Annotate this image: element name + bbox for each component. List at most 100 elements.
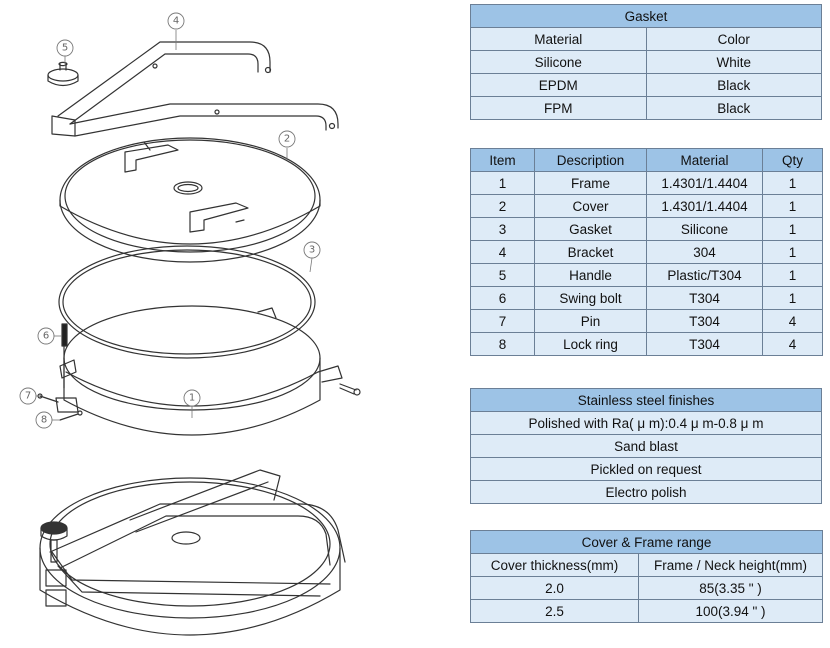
swing-bolt-parts — [37, 323, 83, 421]
callout-2-circle — [278, 130, 296, 148]
finishes-table: Stainless steel finishes Polished with R… — [470, 388, 822, 504]
range-table: Cover & Frame range Cover thickness(mm) … — [470, 530, 823, 623]
parts-cell: 1.4301/1.4404 — [646, 194, 763, 218]
parts-cell: Plastic/T304 — [646, 263, 763, 287]
callout-3: 3 — [309, 245, 315, 256]
table-row: Sand blast — [470, 434, 822, 458]
parts-header-qty: Qty — [762, 148, 823, 172]
finish-cell: Sand blast — [470, 434, 822, 458]
parts-header-material: Material — [646, 148, 763, 172]
leader-lines — [36, 30, 313, 421]
table-row: 4 Bracket 304 1 — [470, 240, 823, 264]
callout-7: 7 — [25, 391, 31, 402]
table-row: 2 Cover 1.4301/1.4404 1 — [470, 194, 823, 218]
gasket-cell: Black — [645, 96, 822, 120]
parts-cell: 1.4301/1.4404 — [646, 171, 763, 195]
gasket-cell: FPM — [470, 96, 647, 120]
callout-4-circle — [167, 12, 185, 30]
parts-cell: Cover — [534, 194, 647, 218]
parts-cell: Gasket — [534, 217, 647, 241]
callout-6-circle — [37, 327, 55, 345]
parts-cell: Bracket — [534, 240, 647, 264]
parts-cell: 1 — [762, 194, 823, 218]
range-cell: 100(3.94 " ) — [638, 599, 823, 623]
bracket-exploded — [51, 41, 339, 137]
parts-cell: 1 — [762, 263, 823, 287]
finish-cell: Electro polish — [470, 480, 822, 504]
parts-cell: Handle — [534, 263, 647, 287]
callout-1: 1 — [189, 393, 195, 404]
callout-5: 5 — [62, 43, 68, 54]
parts-cell: 2 — [470, 194, 535, 218]
manway-assembled — [39, 469, 346, 636]
parts-cell: Silicone — [646, 217, 763, 241]
finishes-table-title: Stainless steel finishes — [470, 388, 822, 412]
range-header-thickness: Cover thickness(mm) — [470, 553, 639, 577]
parts-cell: 1 — [470, 171, 535, 195]
parts-cell: Swing bolt — [534, 286, 647, 310]
parts-header-description: Description — [534, 148, 647, 172]
parts-cell: Lock ring — [534, 332, 647, 356]
callout-4: 4 — [173, 16, 179, 27]
parts-cell: Frame — [534, 171, 647, 195]
table-row: Polished with Ra( μ m):0.4 μ m-0.8 μ m — [470, 411, 822, 435]
finish-cell: Pickled on request — [470, 457, 822, 481]
table-row: 3 Gasket Silicone 1 — [470, 217, 823, 241]
parts-cell: 6 — [470, 286, 535, 310]
range-header-height: Frame / Neck height(mm) — [638, 553, 823, 577]
manway-assembly-drawing: 4 5 2 3 6 1 7 8 — [19, 12, 361, 636]
callout-1-circle — [183, 389, 201, 407]
parts-cell: T304 — [646, 286, 763, 310]
table-row: Pickled on request — [470, 457, 822, 481]
parts-header-item: Item — [470, 148, 535, 172]
gasket-table-title: Gasket — [470, 4, 822, 28]
finish-cell: Polished with Ra( μ m):0.4 μ m-0.8 μ m — [470, 411, 822, 435]
parts-cell: 1 — [762, 286, 823, 310]
parts-cell: 7 — [470, 309, 535, 333]
callout-3-circle — [303, 241, 321, 259]
parts-cell: 4 — [470, 240, 535, 264]
parts-table: Item Description Material Qty 1 Frame 1.… — [470, 148, 823, 356]
parts-cell: 1 — [762, 171, 823, 195]
callout-8: 8 — [41, 415, 47, 426]
cover-exploded — [59, 137, 321, 263]
gasket-cell: Silicone — [470, 50, 647, 74]
parts-cell: 1 — [762, 217, 823, 241]
parts-cell: 5 — [470, 263, 535, 287]
frame-exploded — [59, 305, 361, 436]
table-row: EPDM Black — [470, 73, 822, 97]
table-row: Electro polish — [470, 480, 822, 504]
parts-cell: 4 — [762, 332, 823, 356]
table-row: FPM Black — [470, 96, 822, 120]
parts-cell: T304 — [646, 332, 763, 356]
callout-8-circle — [35, 411, 53, 429]
handle-exploded — [47, 61, 79, 87]
gasket-table: Gasket Material Color Silicone White EPD… — [470, 4, 822, 120]
table-row: Silicone White — [470, 50, 822, 74]
table-row: 7 Pin T304 4 — [470, 309, 823, 333]
range-cell: 85(3.35 " ) — [638, 576, 823, 600]
parts-cell: T304 — [646, 309, 763, 333]
gasket-cell: EPDM — [470, 73, 647, 97]
gasket-cell: White — [645, 50, 822, 74]
parts-cell: 8 — [470, 332, 535, 356]
table-row: 2.5 100(3.94 " ) — [470, 599, 823, 623]
table-row: 8 Lock ring T304 4 — [470, 332, 823, 356]
range-table-title: Cover & Frame range — [470, 530, 823, 554]
table-row: 1 Frame 1.4301/1.4404 1 — [470, 171, 823, 195]
parts-cell: 1 — [762, 240, 823, 264]
parts-cell: 4 — [762, 309, 823, 333]
callout-5-circle — [56, 39, 74, 57]
gasket-exploded — [58, 245, 316, 359]
table-row: 6 Swing bolt T304 1 — [470, 286, 823, 310]
range-cell: 2.0 — [470, 576, 639, 600]
parts-cell: Pin — [534, 309, 647, 333]
callout-7-circle — [19, 387, 37, 405]
table-row: 2.0 85(3.35 " ) — [470, 576, 823, 600]
gasket-cell: Black — [645, 73, 822, 97]
parts-cell: 3 — [470, 217, 535, 241]
gasket-header-color: Color — [645, 27, 822, 51]
gasket-header-material: Material — [470, 27, 647, 51]
parts-cell: 304 — [646, 240, 763, 264]
table-row: 5 Handle Plastic/T304 1 — [470, 263, 823, 287]
